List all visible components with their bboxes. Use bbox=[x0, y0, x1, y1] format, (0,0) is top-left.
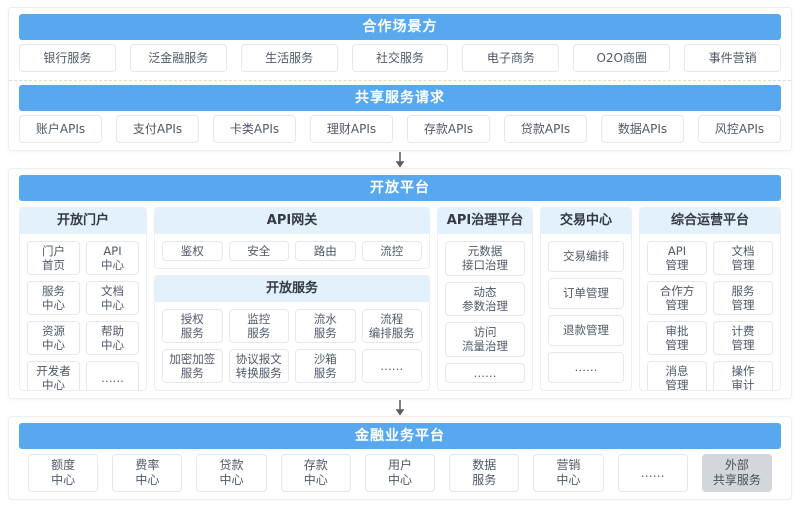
trade-center-body: 交易编排 订单管理 退款管理 …… bbox=[541, 234, 631, 390]
api-box: 理财APIs bbox=[310, 115, 393, 143]
trade-box: 交易编排 bbox=[548, 241, 624, 272]
api-gateway-title: API网关 bbox=[155, 208, 429, 234]
open-service-box: 流程 编排服务 bbox=[361, 309, 422, 344]
portal-box: 资源 中心 bbox=[27, 321, 80, 356]
dashed-divider bbox=[9, 80, 791, 81]
scenario-box: 泛金融服务 bbox=[129, 44, 227, 72]
open-service-box: 授权 服务 bbox=[162, 309, 223, 344]
operation-box: 文档 管理 bbox=[713, 241, 773, 276]
api-gateway-body: 鉴权 安全 路由 流控 bbox=[155, 234, 429, 268]
open-services-body: 授权 服务 监控 服务 流水 服务 流程 编排服务 加密加签 服务 协议报文 转… bbox=[155, 302, 429, 390]
finance-box: 存款 中心 bbox=[280, 454, 351, 492]
scenario-bar-title: 合作场景方 bbox=[19, 14, 781, 40]
finance-row: 额度 中心 费率 中心 贷款 中心 存款 中心 用户 中心 数据 服务 营销 中… bbox=[19, 454, 781, 492]
trade-center-column: 交易中心 交易编排 订单管理 退款管理 …… bbox=[540, 207, 632, 391]
operation-box: 计费 管理 bbox=[713, 321, 773, 356]
trade-box: 退款管理 bbox=[548, 315, 624, 346]
open-service-box: 加密加签 服务 bbox=[162, 349, 223, 384]
scenario-row: 银行服务 泛金融服务 生活服务 社交服务 电子商务 O2O商圈 事件营销 bbox=[19, 44, 782, 72]
gateway-column: API网关 鉴权 安全 路由 流控 开放服务 授权 服务 监控 服务 流水 服务… bbox=[154, 207, 430, 391]
governance-box: 动态 参数治理 bbox=[445, 281, 525, 316]
portal-column-body: 门户 首页 API 中心 服务 中心 文档 中心 资源 中心 帮助 中心 开发者… bbox=[20, 234, 146, 390]
gateway-box: 流控 bbox=[361, 241, 422, 262]
governance-column-body: 元数据 接口治理 动态 参数治理 访问 流量治理 …… bbox=[438, 234, 532, 390]
finance-box: 用户 中心 bbox=[364, 454, 436, 492]
operation-column-body: API 管理 文档 管理 合作方 管理 服务 管理 审批 管理 计费 管理 消息… bbox=[640, 234, 780, 390]
operation-box: 合作方 管理 bbox=[647, 281, 707, 316]
governance-column-title: API治理平台 bbox=[438, 208, 532, 234]
flow-arrow-bottom bbox=[8, 399, 792, 416]
flow-arrow-top bbox=[8, 151, 792, 168]
portal-box: 开发者 中心 bbox=[27, 361, 80, 390]
scenario-box: 银行服务 bbox=[19, 44, 116, 72]
portal-box: …… bbox=[86, 361, 139, 390]
finance-box: 贷款 中心 bbox=[196, 454, 267, 492]
request-bar-title: 共享服务请求 bbox=[19, 85, 781, 111]
request-row: 账户APIs 支付APIs 卡类APIs 理财APIs 存款APIs 贷款API… bbox=[19, 115, 781, 143]
finance-platform-panel: 金融业务平台 额度 中心 费率 中心 贷款 中心 存款 中心 用户 中心 数据 … bbox=[8, 416, 792, 500]
open-service-box: 沙箱 服务 bbox=[295, 349, 356, 384]
trade-box: …… bbox=[548, 352, 624, 383]
finance-box: 额度 中心 bbox=[28, 454, 99, 492]
scenario-box: 生活服务 bbox=[240, 44, 338, 72]
finance-bar-title: 金融业务平台 bbox=[19, 423, 781, 449]
open-services-panel: 开放服务 授权 服务 监控 服务 流水 服务 流程 编排服务 加密加签 服务 协… bbox=[154, 275, 430, 391]
portal-box: 帮助 中心 bbox=[86, 321, 139, 356]
api-box: 卡类APIs bbox=[213, 115, 296, 143]
open-service-box: 流水 服务 bbox=[295, 309, 356, 344]
down-arrow-icon bbox=[395, 151, 405, 168]
operation-box: 消息 管理 bbox=[647, 361, 707, 390]
api-box: 风控APIs bbox=[698, 115, 781, 143]
scenario-box: O2O商圈 bbox=[573, 44, 671, 72]
scenario-box: 事件营销 bbox=[684, 44, 782, 72]
finance-box: 费率 中心 bbox=[112, 454, 183, 492]
trade-box: 订单管理 bbox=[548, 278, 624, 309]
scenario-request-panel: 合作场景方 银行服务 泛金融服务 生活服务 社交服务 电子商务 O2O商圈 事件… bbox=[8, 7, 792, 151]
governance-box: …… bbox=[445, 362, 525, 383]
finance-box: …… bbox=[617, 454, 688, 492]
scenario-box: 电子商务 bbox=[462, 44, 560, 72]
operation-box: 操作 审计 bbox=[713, 361, 773, 390]
portal-column-title: 开放门户 bbox=[20, 208, 146, 234]
open-service-box: 协议报文 转换服务 bbox=[228, 349, 289, 384]
open-platform-bar-title: 开放平台 bbox=[19, 175, 781, 201]
down-arrow-icon bbox=[395, 399, 405, 416]
bottom-spacer bbox=[8, 500, 792, 517]
portal-column: 开放门户 门户 首页 API 中心 服务 中心 文档 中心 资源 中心 帮助 中… bbox=[19, 207, 147, 391]
gateway-box: 鉴权 bbox=[162, 241, 223, 262]
finance-box: 数据 服务 bbox=[449, 454, 520, 492]
scenario-box: 社交服务 bbox=[351, 44, 449, 72]
operation-box: API 管理 bbox=[647, 241, 707, 276]
api-box: 数据APIs bbox=[601, 115, 684, 143]
portal-box: 文档 中心 bbox=[86, 281, 139, 316]
portal-box: 门户 首页 bbox=[27, 241, 80, 276]
finance-box: 营销 中心 bbox=[533, 454, 604, 492]
open-service-box: …… bbox=[361, 349, 422, 384]
portal-box: 服务 中心 bbox=[27, 281, 80, 316]
operation-column: 综合运营平台 API 管理 文档 管理 合作方 管理 服务 管理 审批 管理 计… bbox=[639, 207, 781, 391]
api-box: 贷款APIs bbox=[504, 115, 587, 143]
open-services-title: 开放服务 bbox=[155, 276, 429, 303]
api-box: 存款APIs bbox=[407, 115, 490, 143]
operation-box: 服务 管理 bbox=[713, 281, 773, 316]
portal-box: API 中心 bbox=[86, 241, 139, 276]
governance-box: 访问 流量治理 bbox=[445, 322, 525, 357]
operation-box: 审批 管理 bbox=[647, 321, 707, 356]
governance-column: API治理平台 元数据 接口治理 动态 参数治理 访问 流量治理 …… bbox=[437, 207, 533, 391]
operation-column-title: 综合运营平台 bbox=[640, 208, 780, 234]
api-box: 支付APIs bbox=[116, 115, 199, 143]
external-shared-service-box: 外部 共享服务 bbox=[701, 454, 772, 492]
gateway-box: 安全 bbox=[228, 241, 289, 262]
open-platform-panel: 开放平台 开放门户 门户 首页 API 中心 服务 中心 文档 中心 资源 中心… bbox=[8, 168, 792, 399]
trade-center-title: 交易中心 bbox=[541, 208, 631, 234]
open-platform-columns: 开放门户 门户 首页 API 中心 服务 中心 文档 中心 资源 中心 帮助 中… bbox=[19, 207, 781, 391]
open-service-box: 监控 服务 bbox=[228, 309, 289, 344]
api-box: 账户APIs bbox=[19, 115, 102, 143]
api-gateway-panel: API网关 鉴权 安全 路由 流控 bbox=[154, 207, 430, 270]
gateway-box: 路由 bbox=[295, 241, 356, 262]
governance-box: 元数据 接口治理 bbox=[445, 241, 525, 276]
